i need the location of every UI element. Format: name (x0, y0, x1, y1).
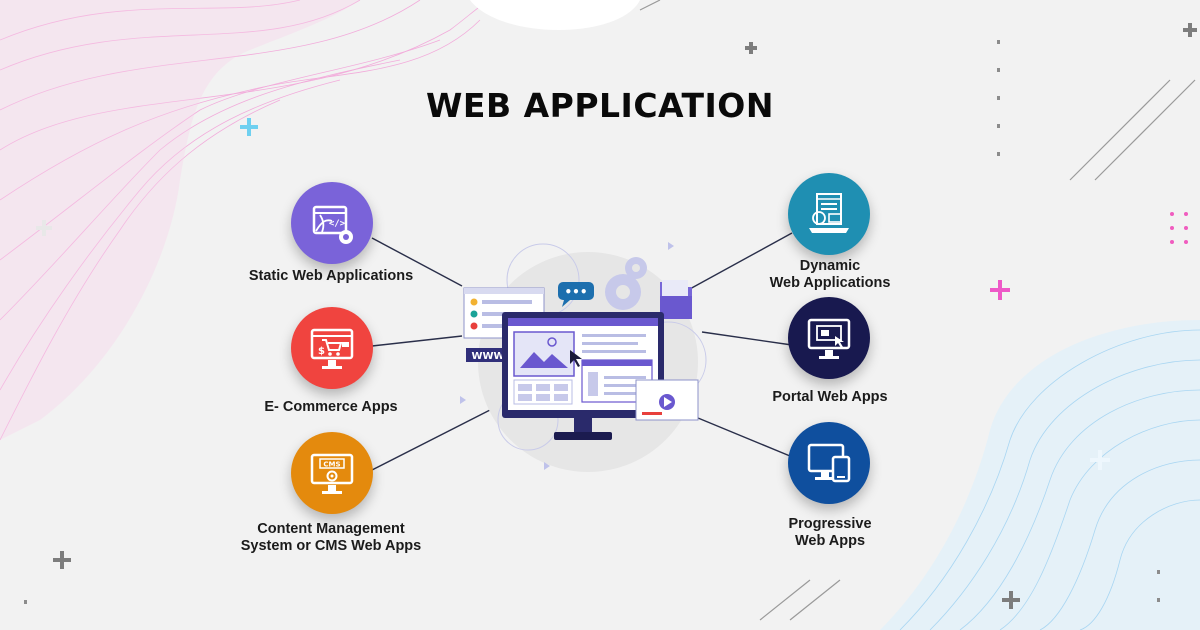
video-player-icon (635, 379, 699, 421)
www-badge: WWW (466, 348, 510, 362)
portal-node-label: Portal Web Apps (772, 389, 888, 405)
node-static-web-applications: </> Static Web Applications (236, 180, 426, 290)
folder-icon (660, 280, 692, 319)
progressive-node-circle (788, 422, 870, 504)
diagonal-lines-top (639, 0, 1196, 181)
node-cms-web-apps: CMS Content Management System or CMS Web… (236, 430, 426, 560)
connector-lines (371, 232, 793, 471)
code-browser-gear-icon: </> (312, 205, 353, 244)
blue-blob-fill (880, 320, 1200, 630)
devices-icon (807, 443, 851, 483)
blue-wave-blob (899, 329, 1200, 630)
ecommerce-node-label: E- Commerce Apps (264, 399, 398, 415)
cms-monitor-icon: CMS (310, 453, 354, 494)
dynamic-laptop-icon (809, 193, 849, 233)
central-illustration: ••• WWW (460, 242, 707, 472)
cms-node-circle: CMS (291, 432, 373, 514)
svg-text:•••: ••• (564, 285, 587, 299)
node-portal-web-apps: Portal Web Apps (735, 295, 925, 410)
pink-blob-fill (0, 0, 360, 440)
pink-wave-blob (0, 0, 491, 441)
progressive-node-label: Progressive Web Apps (788, 516, 872, 549)
chat-bubble-icon: ••• (558, 282, 594, 307)
svg-text:WWW: WWW (471, 351, 504, 362)
node-dynamic-web-applications: Dynamic Web Applications (735, 170, 925, 295)
svg-text:</>: </> (329, 219, 346, 229)
diagonal-lines-bottom (759, 579, 841, 621)
plus-signs (36, 23, 1197, 609)
portal-monitor-icon (807, 318, 851, 359)
dynamic-node-label: Dynamic Web Applications (769, 258, 891, 291)
cms-node-label: Content Management System or CMS Web App… (240, 521, 422, 554)
portal-node-circle (788, 297, 870, 379)
pink-dot-grid (1170, 212, 1188, 244)
svg-text:$: $ (318, 346, 325, 357)
shopping-cart-monitor-icon: $ (310, 328, 354, 369)
white-arc (470, 0, 640, 30)
dynamic-node-circle (788, 173, 870, 255)
dotted-line (24, 40, 1160, 604)
node-progressive-web-apps: Progressive Web Apps (735, 420, 925, 550)
static-node-label: Static Web Applications (248, 268, 414, 284)
static-node-circle: </> (291, 182, 373, 264)
ecommerce-node-circle: $ (291, 307, 373, 389)
node-ecommerce-apps: $ E- Commerce Apps (236, 305, 426, 420)
svg-text:CMS: CMS (323, 461, 340, 469)
page-title: WEB APPLICATION (426, 86, 774, 125)
monitor-icon (502, 312, 664, 440)
